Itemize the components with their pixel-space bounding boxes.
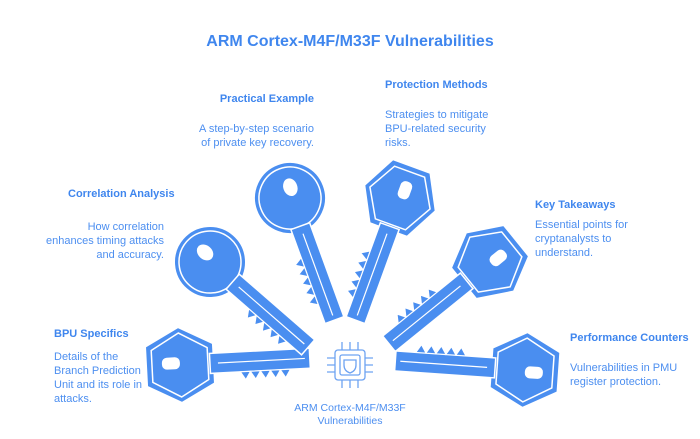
correlation-analysis-title: Correlation Analysis	[68, 188, 175, 200]
center-label: ARM Cortex-M4F/M33F Vulnerabilities	[294, 402, 406, 427]
diagram-title: ARM Cortex-M4F/M33F Vulnerabilities	[206, 33, 494, 50]
protection-methods-desc: Strategies to mitigate BPU-related secur…	[385, 109, 489, 149]
key-takeaways-desc: Essential points for cryptanalysts to un…	[535, 219, 628, 259]
practical-example-desc: A step-by-step scenario of private key r…	[199, 123, 314, 149]
key-takeaways-title: Key Takeaways	[535, 199, 616, 211]
chip-shield-icon	[327, 342, 373, 388]
protection-methods-title: Protection Methods	[385, 79, 488, 91]
correlation-analysis-desc: How correlation enhances timing attacks …	[45, 221, 164, 261]
key-performance-counters	[391, 322, 563, 412]
bpu-specifics-title: BPU Specifics	[54, 328, 129, 340]
performance-counters-desc: Vulnerabilities in PMU register protecti…	[570, 362, 678, 388]
practical-example-title: Practical Example	[219, 93, 314, 105]
performance-counters-title: Performance Counters	[570, 332, 689, 344]
bpu-specifics-desc: Details of the Branch Prediction Unit an…	[54, 351, 143, 405]
